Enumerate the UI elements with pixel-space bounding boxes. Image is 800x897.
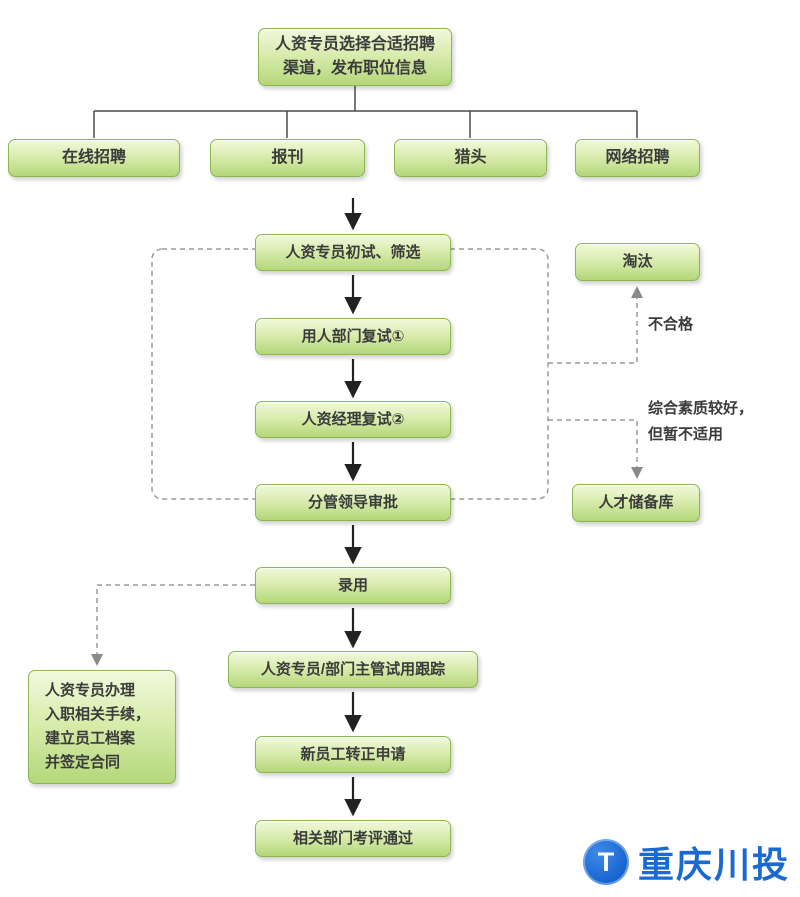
dashed-region — [151, 248, 549, 500]
node-hire: 录用 — [255, 567, 451, 604]
dashed-connectors — [91, 286, 643, 666]
connector-to-talent-pool — [548, 419, 643, 479]
node-dept-reinterview: 用人部门复试① — [255, 318, 451, 355]
top-connector — [93, 86, 638, 138]
node-eliminated: 淘汰 — [575, 243, 700, 281]
label-good-quality: 综合素质较好， 但暂不适用 — [648, 400, 754, 443]
node-hr-manager-reinterview: 人资经理复试② — [255, 401, 451, 438]
node-evaluation: 相关部门考评通过 — [255, 820, 451, 857]
node-probation-tracking: 人资专员/部门主管试用跟踪 — [228, 651, 478, 688]
company-logo: T 重庆川投 — [583, 836, 790, 888]
connector-to-eliminated — [548, 286, 643, 364]
node-talent-pool: 人才储备库 — [572, 484, 700, 522]
node-channel-web: 网络招聘 — [575, 139, 700, 177]
node-source: 人资专员选择合适招聘 渠道，发布职位信息 — [258, 28, 452, 86]
node-regularization: 新员工转正申请 — [255, 736, 451, 773]
logo-text: 重庆川投 — [638, 844, 791, 885]
node-leader-approval: 分管领导审批 — [255, 484, 451, 521]
node-screening: 人资专员初试、筛选 — [255, 234, 451, 271]
node-channel-online: 在线招聘 — [8, 139, 180, 177]
node-onboarding: 人资专员办理 入职相关手续， 建立员工档案 并签定合同 — [28, 670, 176, 784]
node-channel-headhunter: 猎头 — [394, 139, 547, 177]
connector-to-onboarding — [91, 584, 255, 666]
label-unqualified: 不合格 — [648, 316, 694, 333]
node-channel-press: 报刊 — [210, 139, 365, 177]
logo-circle-icon: T — [583, 839, 629, 885]
